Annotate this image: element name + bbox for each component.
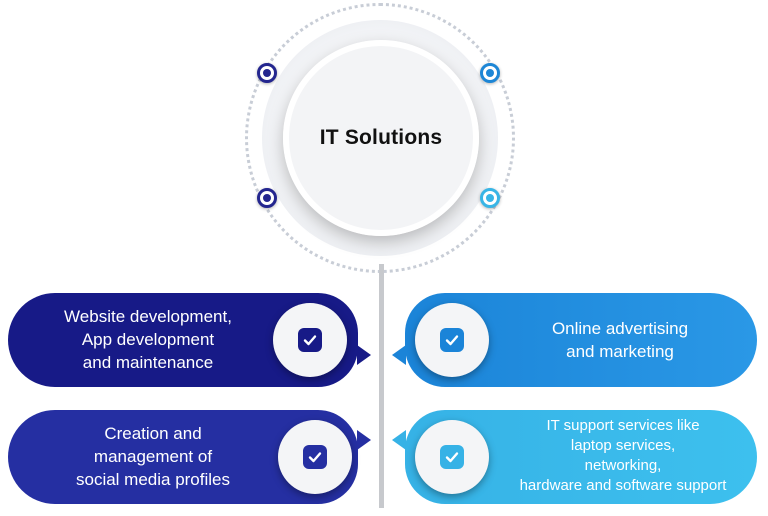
card-1-badge (273, 303, 347, 377)
card-3-line-1: Creation and (104, 424, 202, 443)
card-1-line-2: App development (81, 330, 215, 349)
check-icon (440, 328, 464, 352)
card-2-line-1: Online advertising (551, 319, 689, 338)
card-3-line-3: social media profiles (75, 470, 230, 489)
dot-icon-bottom-left (257, 188, 277, 208)
card-4-line-4: hardware and software support (519, 477, 727, 494)
card-2-line-2: and marketing (566, 342, 674, 361)
card-1-line-3: and maintenance (82, 353, 214, 372)
card-website-development: Website development, App development and… (8, 293, 358, 387)
card-3-line-2: management of (93, 447, 213, 466)
card-4-badge (415, 420, 489, 494)
dot-icon-top-left (257, 63, 277, 83)
card-4-text: IT support services like laptop services… (493, 416, 753, 496)
card-online-advertising: Online advertising and marketing (405, 293, 757, 387)
card-it-support: IT support services like laptop services… (405, 410, 757, 504)
card-4-line-3: networking, (584, 457, 662, 474)
hub-circle: IT Solutions (283, 40, 479, 236)
dot-icon-top-right (480, 63, 500, 83)
card-2-badge (415, 303, 489, 377)
card-3-text: Creation and management of social media … (28, 422, 278, 491)
card-3-badge (278, 420, 352, 494)
card-social-media: Creation and management of social media … (8, 410, 358, 504)
card-4-line-1: IT support services like (546, 417, 700, 434)
card-3-pointer (357, 430, 371, 450)
card-1-line-1: Website development, (64, 307, 232, 326)
hub-title: IT Solutions (319, 126, 443, 149)
card-1-text: Website development, App development and… (28, 305, 268, 374)
check-icon (298, 328, 322, 352)
check-icon (303, 445, 327, 469)
center-divider (379, 264, 384, 508)
card-2-pointer (392, 345, 406, 365)
check-icon (440, 445, 464, 469)
card-2-text: Online advertising and marketing (505, 317, 735, 363)
card-1-pointer (357, 345, 371, 365)
card-4-pointer (392, 430, 406, 450)
card-4-line-2: laptop services, (570, 437, 676, 454)
dot-icon-bottom-right (480, 188, 500, 208)
